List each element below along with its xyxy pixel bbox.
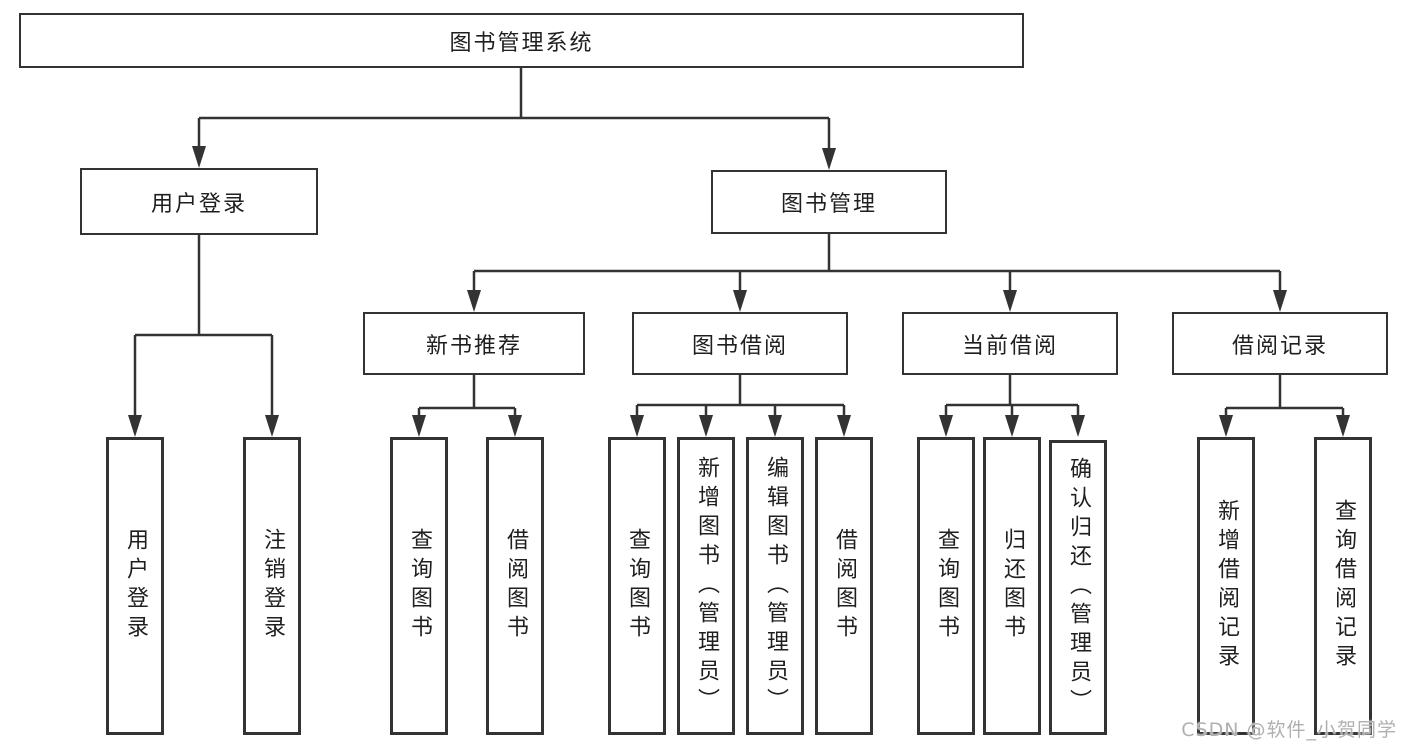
- node-book-borrowing: 图书借阅: [632, 312, 848, 375]
- node-label: 确认归还（管理员）: [1066, 457, 1091, 718]
- node-logout-leaf: 注销登录: [243, 437, 301, 735]
- node-label: 图书管理: [780, 192, 877, 217]
- node-query-books-current: 查询图书: [917, 437, 975, 735]
- node-label: 注销登录: [260, 528, 285, 644]
- node-label: 查询图书: [934, 528, 959, 644]
- node-label: 新增图书（管理员）: [694, 455, 719, 717]
- node-user-login-leaf: 用户登录: [106, 437, 164, 735]
- node-confirm-return-admin: 确认归还（管理员）: [1049, 440, 1107, 735]
- connector-current-borrowing-to-leaves: [939, 375, 1085, 437]
- connector-root-to-level2: [192, 68, 836, 170]
- node-borrowing-records: 借阅记录: [1172, 312, 1388, 375]
- connector-borrow-records-to-leaves: [1219, 375, 1350, 437]
- node-label: 用户登录: [123, 528, 148, 644]
- node-label: 图书管理系统: [449, 30, 594, 56]
- node-borrow-books-recommend: 借阅图书: [486, 437, 544, 735]
- node-query-books-borrowing: 查询图书: [608, 437, 666, 735]
- node-query-borrow-record: 查询借阅记录: [1314, 437, 1372, 735]
- connector-book-borrowing-to-leaves: [630, 375, 851, 437]
- node-user-login-branch: 用户登录: [80, 168, 318, 235]
- node-current-borrowing: 当前借阅: [902, 312, 1118, 375]
- connector-user-login-to-leaves: [128, 235, 279, 437]
- connector-book-management-to-level3: [467, 234, 1287, 312]
- node-return-books: 归还图书: [983, 437, 1041, 735]
- node-book-management: 图书管理: [711, 170, 947, 234]
- node-library-management-system: 图书管理系统: [19, 13, 1024, 68]
- node-label: 当前借阅: [961, 333, 1058, 359]
- node-label: 借阅记录: [1231, 333, 1328, 359]
- node-label: 查询借阅记录: [1331, 499, 1356, 673]
- node-query-books-recommend: 查询图书: [390, 437, 448, 735]
- node-label: 查询图书: [407, 528, 432, 644]
- connector-new-book-to-leaves: [412, 375, 522, 437]
- node-new-book-recommendation: 新书推荐: [363, 312, 585, 375]
- node-label: 用户登录: [150, 191, 247, 217]
- node-label: 查询图书: [625, 528, 650, 644]
- node-add-borrow-record: 新增借阅记录: [1197, 437, 1255, 735]
- node-add-book-admin: 新增图书（管理员）: [677, 437, 735, 735]
- node-label: 图书借阅: [691, 333, 788, 359]
- node-label: 借阅图书: [832, 528, 857, 644]
- node-label: 编辑图书（管理员）: [763, 455, 788, 717]
- watermark: CSDN @软件_小贺同学: [1181, 719, 1397, 741]
- node-label: 借阅图书: [503, 528, 528, 644]
- node-label: 新书推荐: [425, 333, 522, 359]
- node-label: 新增借阅记录: [1214, 499, 1239, 673]
- node-borrow-books-borrowing: 借阅图书: [815, 437, 873, 735]
- node-label: 归还图书: [1000, 528, 1025, 644]
- node-edit-book-admin: 编辑图书（管理员）: [746, 437, 804, 735]
